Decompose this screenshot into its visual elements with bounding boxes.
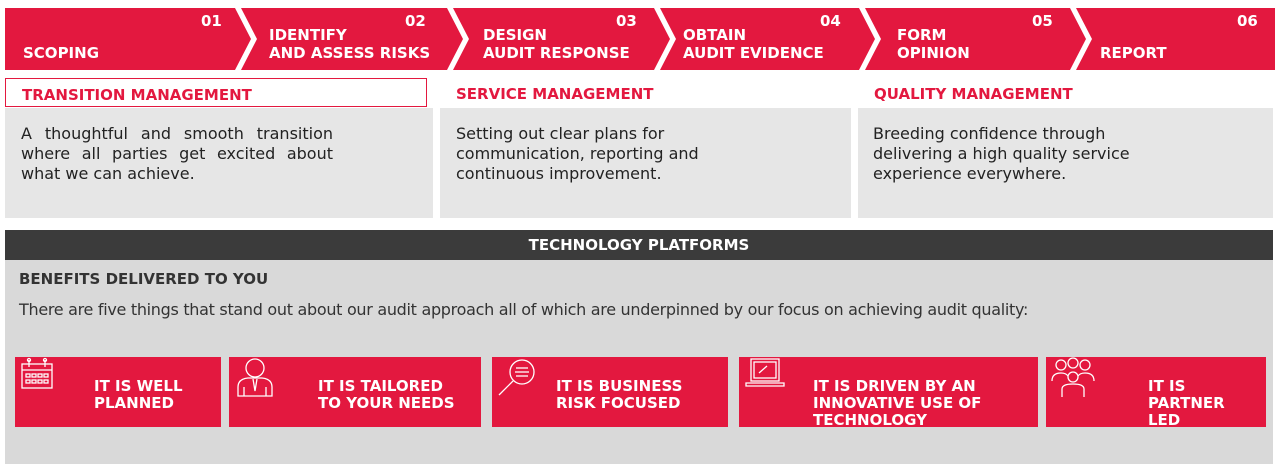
service-management-heading: SERVICE MANAGEMENT [440, 78, 845, 107]
step-shape-3 [453, 8, 670, 70]
step-number-1: 01 [201, 12, 222, 30]
step-label-4: OBTAIN AUDIT EVIDENCE [683, 26, 824, 62]
step-label-5: FORM OPINION [897, 26, 970, 62]
process-chevrons [5, 8, 1275, 70]
calendar-icon [19, 357, 55, 397]
benefit-card-label: IT IS DRIVEN BY AN INNOVATIVE USE OF TEC… [813, 377, 982, 428]
step-label-1: SCOPING [23, 44, 100, 62]
step-shape-4 [660, 8, 875, 70]
step-shape-5 [865, 8, 1086, 70]
step-number-3: 03 [616, 12, 637, 30]
magnifier-icon [496, 357, 540, 405]
step-number-6: 06 [1237, 12, 1258, 30]
benefit-card-label: IT IS BUSINESS RISK FOCUSED [556, 377, 683, 412]
benefits-section: BENEFITS DELIVERED TO YOU There are five… [5, 260, 1273, 464]
step-shape-1 [5, 8, 251, 70]
quality-management-panel [858, 108, 1273, 218]
benefits-title: BENEFITS DELIVERED TO YOU [19, 270, 269, 288]
transition-management-panel [5, 108, 433, 218]
step-label-6: REPORT [1100, 44, 1167, 62]
service-management-panel [440, 108, 851, 218]
technology-platforms-bar: TECHNOLOGY PLATFORMS [5, 230, 1273, 260]
audit-process-steps: 01 SCOPING 02 IDENTIFY AND ASSESS RISKS … [5, 8, 1275, 70]
quality-management-heading: QUALITY MANAGEMENT [858, 78, 1273, 107]
step-number-4: 04 [820, 12, 841, 30]
benefit-card-partner-led: IT IS PARTNER LED [1046, 357, 1266, 427]
service-management-text: Setting out clear plans for communicatio… [456, 124, 699, 183]
laptop-icon [743, 357, 787, 397]
benefit-card-label: IT IS PARTNER LED [1148, 377, 1225, 428]
step-shape-2 [241, 8, 463, 70]
step-number-2: 02 [405, 12, 426, 30]
transition-management-heading: TRANSITION MANAGEMENT [5, 78, 427, 107]
person-icon [233, 357, 277, 401]
benefit-card-label: IT IS WELL PLANNED [94, 377, 183, 412]
benefit-card-label: IT IS TAILORED TO YOUR NEEDS [318, 377, 455, 412]
benefit-card-well-planned: IT IS WELL PLANNED [15, 357, 221, 427]
benefit-card-technology: IT IS DRIVEN BY AN INNOVATIVE USE OF TEC… [739, 357, 1038, 427]
team-icon [1050, 357, 1096, 403]
quality-management-text: Breeding confidence through delivering a… [873, 124, 1130, 183]
benefit-card-tailored: IT IS TAILORED TO YOUR NEEDS [229, 357, 481, 427]
step-label-3: DESIGN AUDIT RESPONSE [483, 26, 630, 62]
transition-management-text: A thoughtful and smooth transition where… [21, 124, 333, 183]
benefits-intro: There are five things that stand out abo… [19, 300, 1029, 319]
step-number-5: 05 [1032, 12, 1053, 30]
step-shape-6 [1076, 8, 1275, 70]
benefit-card-risk-focused: IT IS BUSINESS RISK FOCUSED [492, 357, 728, 427]
step-label-2: IDENTIFY AND ASSESS RISKS [269, 26, 431, 62]
